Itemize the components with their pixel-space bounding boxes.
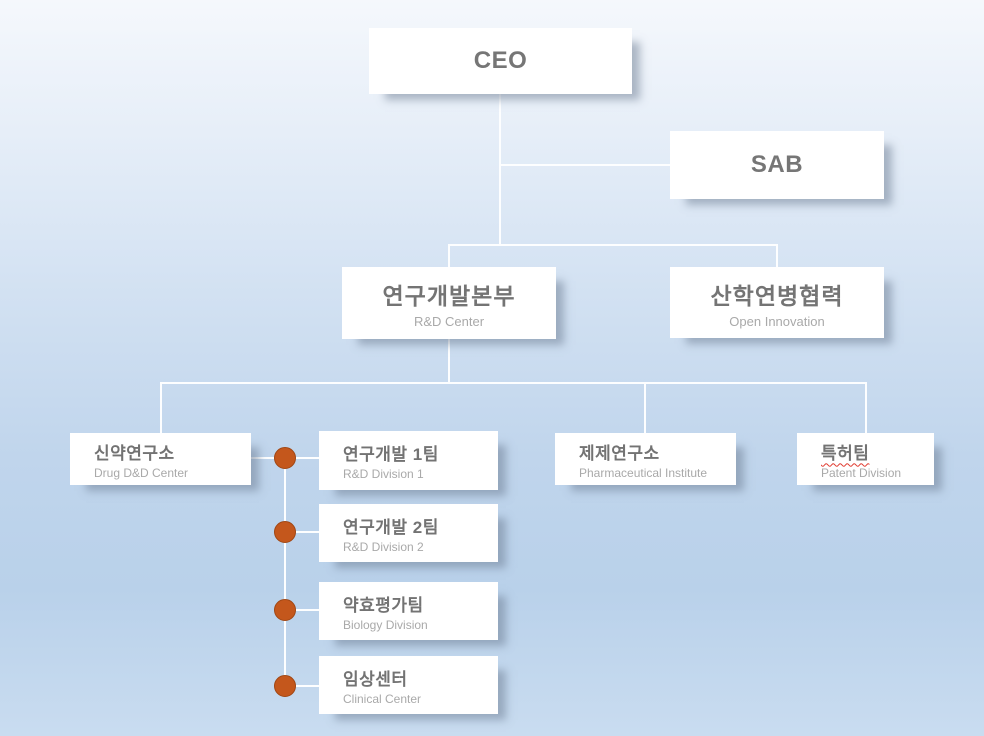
junction-dot-division1	[274, 447, 296, 469]
org-node-rnd-division2: 연구개발 2팀 R&D Division 2	[319, 504, 498, 562]
connector-patent-drop	[865, 383, 867, 433]
connector-row2-horizontal	[448, 244, 778, 246]
node-title: 신약연구소	[94, 443, 175, 463]
org-node-drug-ddc: 신약연구소 Drug D&D Center	[70, 433, 251, 485]
node-title: 산학연병협력	[710, 282, 844, 309]
org-node-clinical: 임상센터 Clinical Center	[319, 656, 498, 714]
node-title: SAB	[750, 151, 804, 178]
node-title: 연구개발본부	[382, 283, 516, 309]
connector-open-innovation-drop	[776, 245, 778, 267]
org-node-rnd-center: 연구개발본부 R&D Center	[342, 267, 556, 339]
node-subtitle: R&D Division 2	[343, 539, 424, 554]
org-node-biology: 약효평가팀 Biology Division	[319, 582, 498, 640]
org-node-sab: SAB	[670, 131, 884, 199]
node-title: 특허팀	[821, 443, 870, 463]
org-node-rnd-division1: 연구개발 1팀 R&D Division 1	[319, 431, 498, 490]
org-node-pharm-institute: 제제연구소 Pharmaceutical Institute	[555, 433, 736, 485]
node-subtitle: R&D Center	[413, 314, 485, 329]
connector-rnd-center-drop	[448, 245, 450, 267]
connector-sab-horizontal	[500, 164, 670, 166]
node-subtitle: Open Innovation	[729, 313, 825, 329]
node-title: 약효평가팀	[343, 595, 424, 615]
node-title: 연구개발 2팀	[343, 517, 439, 537]
node-subtitle: Drug D&D Center	[94, 465, 189, 480]
node-subtitle: Pharmaceutical Institute	[579, 465, 708, 480]
org-node-patent: 특허팀 Patent Division	[797, 433, 934, 485]
connector-biology-branch	[285, 609, 319, 611]
node-title: 제제연구소	[579, 443, 660, 463]
org-node-open-innovation: 산학연병협력 Open Innovation	[670, 267, 884, 338]
connector-divisions-vertical	[284, 458, 286, 686]
connector-drug-ddc-drop	[160, 383, 162, 433]
node-subtitle: Biology Division	[343, 617, 428, 632]
connector-rnd-center-stem	[448, 339, 450, 383]
connector-pharm-drop	[644, 383, 646, 433]
node-subtitle: Clinical Center	[343, 691, 422, 706]
node-subtitle: Patent Division	[821, 465, 902, 480]
node-subtitle: R&D Division 1	[343, 467, 424, 481]
node-title: CEO	[473, 47, 528, 74]
junction-dot-biology	[274, 599, 296, 621]
connector-clinical-branch	[285, 685, 319, 687]
connector-division2-branch	[285, 531, 319, 533]
junction-dot-clinical	[274, 675, 296, 697]
node-title: 임상센터	[343, 669, 408, 689]
node-title: 연구개발 1팀	[343, 445, 439, 464]
connector-row3-horizontal	[160, 382, 867, 384]
junction-dot-division2	[274, 521, 296, 543]
connector-ceo-vertical	[499, 94, 501, 246]
org-node-ceo: CEO	[369, 28, 632, 94]
